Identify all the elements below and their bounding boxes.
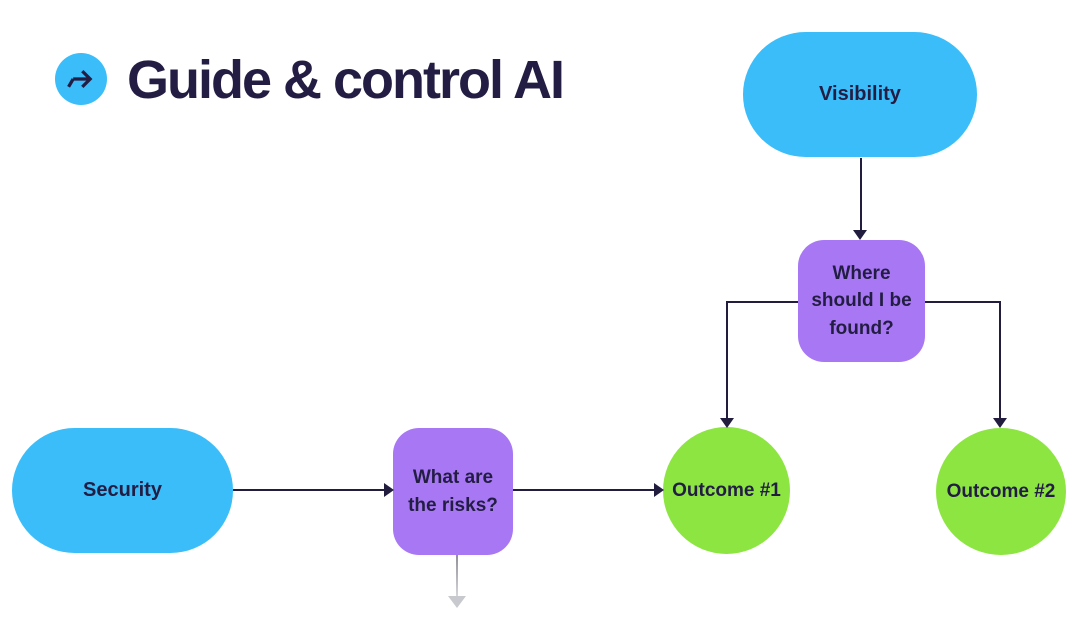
connector-where-to-outcome1-vertical [726, 301, 728, 419]
node-outcome-1: Outcome #1 [663, 427, 790, 554]
page-title: Guide & control AI [127, 50, 565, 110]
node-visibility-label: Visibility [819, 83, 901, 105]
connector-where-to-outcome2-horizontal [925, 301, 1000, 303]
node-visibility: Visibility [743, 32, 977, 157]
arrowhead-risks-to-outcome1 [654, 483, 664, 497]
arrowhead-where-to-outcome1 [720, 418, 734, 428]
connector-security-to-risks [233, 489, 384, 491]
logo-badge [55, 53, 107, 105]
connector-where-to-outcome2-vertical [999, 301, 1001, 419]
connector-where-to-outcome1-horizontal [727, 301, 798, 303]
node-what-are-the-risks: What are the risks? [393, 428, 513, 555]
arrowhead-where-to-outcome2 [993, 418, 1007, 428]
node-where-should-i-be-found: Where should I be found? [798, 240, 925, 362]
arrow-right-icon [67, 69, 93, 89]
arrowhead-security-to-risks [384, 483, 394, 497]
node-security: Security [12, 428, 233, 553]
node-risks-label: What are the risks? [408, 466, 498, 516]
node-outcome-2: Outcome #2 [936, 428, 1066, 555]
connector-risks-to-outcome1 [513, 489, 654, 491]
node-outcome-1-label: Outcome #1 [672, 479, 781, 501]
arrowhead-risks-faded-continuation [448, 596, 466, 608]
node-where-label: Where should I be found? [811, 262, 912, 339]
node-outcome-2-label: Outcome #2 [946, 480, 1056, 502]
arrowhead-visibility-to-where [853, 230, 867, 240]
node-security-label: Security [83, 479, 162, 501]
connector-risks-faded-continuation [456, 555, 458, 597]
connector-visibility-to-where [860, 158, 862, 230]
